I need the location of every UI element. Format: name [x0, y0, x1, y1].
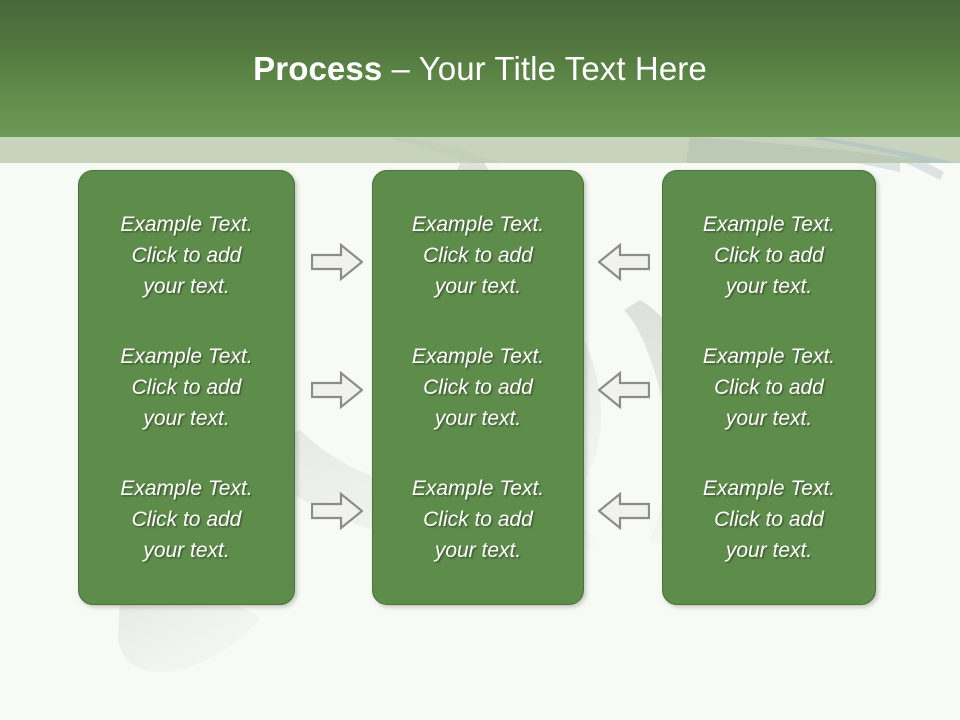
process-text-line: your text. — [143, 539, 230, 562]
arrow-right-icon-1[interactable] — [311, 243, 363, 281]
process-box-left[interactable]: Example Text. Click to add your text. Ex… — [78, 170, 295, 605]
process-text-line: your text. — [434, 407, 522, 430]
process-text-line: your text. — [434, 539, 522, 562]
header-divider-strip — [0, 137, 960, 163]
process-text-line: your text. — [725, 407, 813, 430]
process-text-line: Example Text. — [411, 345, 545, 368]
process-text-left-2[interactable]: Example Text. Click to add your text. — [79, 341, 294, 434]
process-text-line: your text. — [143, 407, 230, 430]
process-text-line: Click to add — [423, 244, 533, 267]
arrow-right-icon-2[interactable] — [311, 371, 363, 409]
process-text-right-1[interactable]: Example Text. Click to add your text. — [663, 209, 875, 302]
process-text-line: Example Text. — [702, 477, 836, 500]
process-text-line: your text. — [725, 275, 813, 298]
process-text-right-2[interactable]: Example Text. Click to add your text. — [663, 341, 875, 434]
process-text-left-3[interactable]: Example Text. Click to add your text. — [79, 473, 294, 566]
process-text-line: Click to add — [423, 508, 533, 531]
process-text-center-2[interactable]: Example Text. Click to add your text. — [373, 341, 583, 434]
process-text-line: your text. — [434, 275, 522, 298]
process-text-line: Click to add — [714, 508, 824, 531]
process-box-center[interactable]: Example Text. Click to add your text. Ex… — [372, 170, 584, 605]
arrow-right-icon-3[interactable] — [311, 492, 363, 530]
process-text-line: Example Text. — [411, 477, 545, 500]
process-text-line: your text. — [143, 275, 230, 298]
process-text-line: Example Text. — [120, 477, 253, 500]
arrow-left-icon-1[interactable] — [598, 243, 650, 281]
process-text-line: Example Text. — [702, 345, 836, 368]
page-title-bold: Process — [253, 50, 383, 87]
process-text-line: Click to add — [131, 244, 242, 267]
process-text-line: Click to add — [714, 376, 824, 399]
page-title-rest: – Your Title Text Here — [382, 50, 707, 87]
process-text-left-1[interactable]: Example Text. Click to add your text. — [79, 209, 294, 302]
page-title: Process – Your Title Text Here — [0, 48, 960, 90]
process-text-line: your text. — [725, 539, 813, 562]
process-text-right-3[interactable]: Example Text. Click to add your text. — [663, 473, 875, 566]
process-text-line: Example Text. — [411, 213, 545, 236]
process-box-right[interactable]: Example Text. Click to add your text. Ex… — [662, 170, 876, 605]
process-text-line: Click to add — [714, 244, 824, 267]
process-text-center-3[interactable]: Example Text. Click to add your text. — [373, 473, 583, 566]
arrow-left-icon-3[interactable] — [598, 492, 650, 530]
process-text-center-1[interactable]: Example Text. Click to add your text. — [373, 209, 583, 302]
process-text-line: Click to add — [423, 376, 533, 399]
process-text-line: Example Text. — [120, 213, 253, 236]
arrow-left-icon-2[interactable] — [598, 371, 650, 409]
process-text-line: Example Text. — [120, 345, 253, 368]
process-text-line: Click to add — [131, 376, 242, 399]
process-text-line: Example Text. — [702, 213, 836, 236]
divider-strip-artwork — [392, 137, 958, 163]
header-band — [0, 0, 960, 137]
process-text-line: Click to add — [131, 508, 242, 531]
